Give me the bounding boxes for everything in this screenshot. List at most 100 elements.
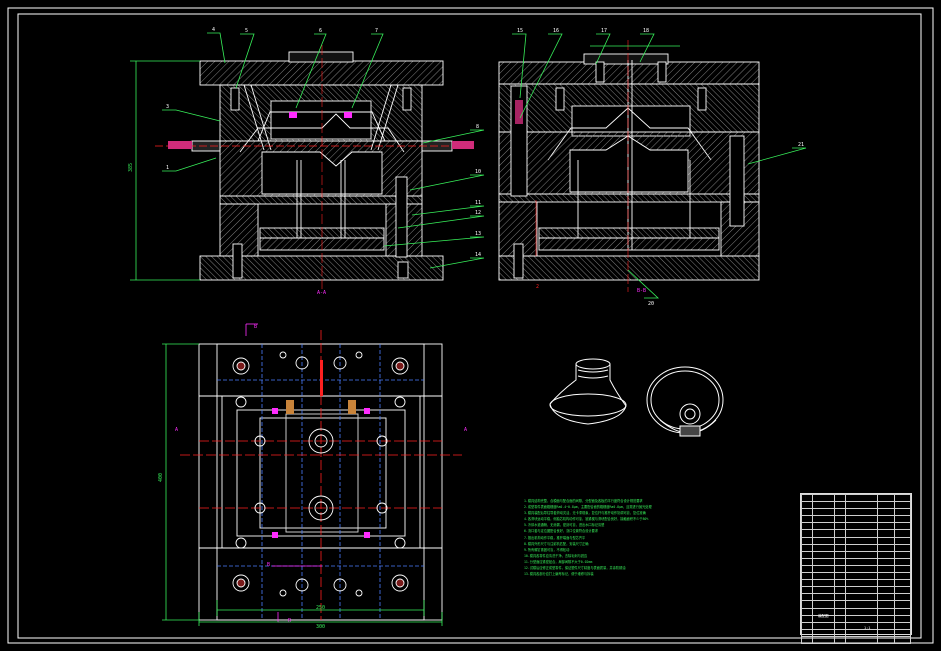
bom-row — [801, 536, 912, 545]
bom-cell — [811, 493, 835, 503]
top-clamp-plate — [199, 60, 444, 86]
bom-cell — [833, 557, 846, 566]
note-line: 5.冷却水道通畅，无渗漏，密封可靠，进出水口标记清楚 — [524, 523, 605, 528]
bom-cell — [844, 607, 879, 616]
bom-cell — [844, 493, 879, 503]
callout-16: 16 — [553, 28, 559, 34]
bb-callout-numbers: 15 16 17 18 21 20 2 — [517, 28, 804, 307]
bom-cell — [801, 529, 813, 538]
bom-cell — [844, 586, 879, 595]
bom-row — [801, 600, 912, 609]
bom-cell — [877, 635, 895, 644]
bom-cell — [893, 607, 912, 616]
callout-12: 12 — [475, 210, 481, 216]
plan-dimensions — [162, 343, 443, 626]
bom-cell — [877, 614, 895, 623]
bom-cell — [801, 593, 813, 602]
bom-cell — [893, 572, 912, 581]
bom-cell — [811, 579, 835, 588]
bom-cell — [801, 607, 813, 616]
bom-cell — [833, 628, 846, 637]
title-block — [800, 493, 912, 644]
bom-cell — [844, 543, 879, 552]
bom-row — [801, 515, 912, 524]
bom-cell — [811, 550, 835, 559]
bom-cell — [844, 557, 879, 566]
bom-cell — [877, 593, 895, 602]
bom-cell — [811, 543, 835, 552]
callout-4: 4 — [212, 27, 215, 33]
bom-cell — [811, 501, 835, 510]
callout-15: 15 — [517, 28, 523, 34]
bom-cell — [811, 557, 835, 566]
bom-row — [801, 557, 912, 566]
callout-1: 1 — [166, 165, 169, 171]
bom-cell — [877, 529, 895, 538]
bom-cell — [811, 572, 835, 581]
callout-21: 21 — [798, 142, 804, 148]
bom-cell — [877, 493, 895, 503]
note-line: 10.模具各零件应清洗干净，去除毛刺与锐边 — [524, 553, 588, 558]
bom-cell — [844, 600, 879, 609]
bom-cell — [893, 614, 912, 623]
bom-cell — [844, 501, 879, 510]
bom-cell — [877, 557, 895, 566]
bom-cell — [833, 579, 846, 588]
bom-cell — [833, 572, 846, 581]
bom-cell — [811, 564, 835, 574]
note-line: 1.模具结构完整，合模面与配合面的间隙，分型面及各板的平行度符合设计规范要求 — [524, 499, 643, 503]
section-bb-view — [498, 53, 760, 281]
plan-cut-markers — [245, 323, 322, 623]
bom-cell — [877, 508, 895, 517]
bom-cell — [844, 635, 879, 644]
bom-row — [801, 529, 912, 538]
outer-border — [7, 7, 934, 644]
callout-7: 7 — [375, 28, 378, 34]
bom-cell — [893, 501, 912, 510]
bom-cell — [833, 522, 846, 531]
bom-cell — [877, 607, 895, 616]
plan-cut-a-left: A — [175, 427, 178, 433]
title-block-name: 装配图 — [818, 614, 829, 618]
bom-cell — [801, 579, 813, 588]
note-line: 3.模具装配后导柱导套滑动灵活，无卡滞现象，复位杆与推杆动作协调可靠，复位准确 — [524, 511, 646, 516]
note-line: 4.各滑块运动平稳，侧抽芯机构动作可靠，锁紧楔与滑块配合良好，接触面积不少于80… — [524, 517, 649, 522]
bom-row — [801, 501, 912, 510]
bom-cell — [801, 628, 813, 637]
bom-cell — [893, 550, 912, 559]
bom-cell — [811, 600, 835, 609]
bom-cell — [844, 529, 879, 538]
bom-cell — [811, 515, 835, 524]
aa-leaders — [162, 32, 485, 269]
bom-cell — [801, 550, 813, 559]
bom-cell — [801, 614, 813, 623]
callout-6: 6 — [319, 28, 322, 34]
bom-cell — [833, 543, 846, 552]
bom-cell — [877, 522, 895, 531]
bom-cell — [833, 515, 846, 524]
bom-cell — [801, 543, 813, 552]
aa-callout-numbers: 4 5 6 7 3 8 1 10 11 12 13 14 — [166, 27, 481, 258]
bom-cell — [833, 529, 846, 538]
bom-row — [801, 621, 912, 630]
bom-cell — [833, 550, 846, 559]
part-view-side — [549, 358, 627, 425]
bom-cell — [877, 543, 895, 552]
plan-height-dim: 400 — [158, 473, 164, 482]
plan-cut-b-top: B — [254, 324, 257, 330]
note-line: 9.所有螺钉紧固可靠，不得松动 — [524, 547, 570, 552]
bom-cell — [811, 635, 835, 644]
bom-row — [801, 579, 912, 588]
section-aa-label: A-A — [317, 290, 326, 296]
bom-cell — [893, 593, 912, 602]
bom-cell — [893, 529, 912, 538]
bb-bottom-clamp — [498, 255, 760, 281]
cavity-1 — [308, 428, 334, 454]
bom-cell — [833, 493, 846, 503]
bom-cell — [811, 522, 835, 531]
bom-cell — [811, 536, 835, 545]
bom-cell — [811, 508, 835, 517]
bom-cell — [833, 614, 846, 623]
bom-cell — [801, 501, 813, 510]
bom-cell — [893, 536, 912, 545]
